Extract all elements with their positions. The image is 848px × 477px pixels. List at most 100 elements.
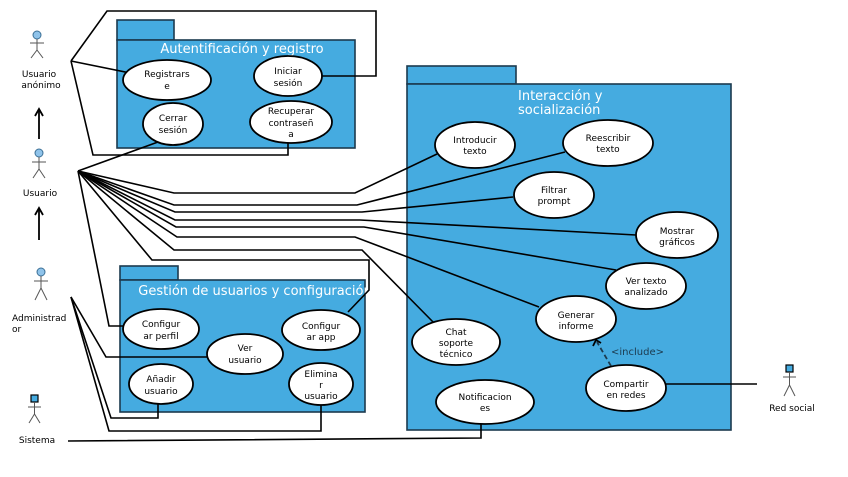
use-case-label: Recuperar <box>268 107 315 117</box>
use-case-cerrar-sesion[interactable]: Cerrar sesión <box>142 102 204 146</box>
use-case-label: en redes <box>606 391 645 401</box>
use-case-reescribir-texto[interactable]: Reescribir texto <box>562 119 654 167</box>
use-case-chat-soporte[interactable]: Chat soporte técnico <box>411 318 501 366</box>
actor-label: Usuario <box>22 70 57 80</box>
associations <box>67 10 757 442</box>
actor-usuario[interactable]: Usuario <box>23 148 58 199</box>
use-case-label: analizado <box>624 288 668 298</box>
use-case-notificaciones[interactable]: Notificacion es <box>435 379 535 425</box>
assoc-usuario-configurar-perfil[interactable] <box>77 170 125 327</box>
use-case-label: texto <box>596 145 620 155</box>
assoc-admin-ver-usuario[interactable] <box>70 296 208 358</box>
assoc-usuario-chat-soporte[interactable] <box>77 170 437 326</box>
use-case-compartir-redes[interactable]: Compartir en redes <box>585 364 667 412</box>
use-case-label: ar perfil <box>143 332 178 342</box>
use-case-label: e <box>164 82 170 92</box>
use-case-label: Generar <box>558 311 595 321</box>
actor-label: Usuario <box>23 189 58 199</box>
package-tab <box>116 19 175 41</box>
include-relation[interactable]: <include> <box>592 338 664 367</box>
arrow-up-icon <box>34 206 44 216</box>
use-case-label: Añadir <box>146 375 176 385</box>
assoc-usuario-cerrar-sesion[interactable] <box>77 141 159 172</box>
use-case-label: contraseñ <box>269 119 314 129</box>
use-case-label: Introducir <box>453 136 497 146</box>
use-case-label: Ver <box>238 344 253 354</box>
assoc-usuario-introducir-texto[interactable] <box>77 153 438 194</box>
use-case-label: texto <box>463 147 487 157</box>
generalization-admin-to-usuario[interactable] <box>34 206 44 240</box>
use-case-configurar-perfil[interactable]: Configur ar perfil <box>122 308 200 350</box>
assoc-anonimo-recuperar[interactable] <box>70 60 289 156</box>
use-case-introducir-texto[interactable]: Introducir texto <box>434 121 516 169</box>
use-case-label: Ver texto <box>626 277 667 287</box>
actor-label: Administrad <box>12 314 66 324</box>
assoc-anonimo-registrarse[interactable] <box>70 60 131 74</box>
use-case-eliminar-usuario[interactable]: Elimina r usuario <box>288 362 354 406</box>
use-case-label: Chat <box>445 328 467 338</box>
package-title: Autentificación y registro <box>160 42 323 57</box>
use-case-recuperar-contrasena[interactable]: Recuperar contraseñ a <box>249 100 333 144</box>
assoc-usuario-reescribir-texto[interactable] <box>77 151 566 206</box>
include-dashed-line <box>596 341 612 367</box>
use-case-label: Reescribir <box>586 134 631 144</box>
use-case-configurar-app[interactable]: Configur ar app <box>281 309 361 351</box>
use-case-label: Filtrar <box>541 186 567 196</box>
use-case-label: Compartir <box>603 380 649 390</box>
actor-sistema[interactable]: Sistema <box>19 394 55 446</box>
use-case-filtrar-prompt[interactable]: Filtrar prompt <box>513 171 595 219</box>
actor-label: Red social <box>769 404 815 414</box>
use-case-label: es <box>480 404 491 414</box>
use-case-generar-informe[interactable]: Generar informe <box>535 295 617 343</box>
use-case-registrarse[interactable]: Registrars e <box>122 59 212 101</box>
generalization-usuario-to-anonimo[interactable] <box>34 107 44 139</box>
use-case-label: Configur <box>142 320 181 330</box>
assoc-usuario-filtrar-prompt[interactable] <box>77 170 514 213</box>
assoc-admin-anadir-usuario[interactable] <box>70 296 159 419</box>
actor-label: anónimo <box>21 80 61 91</box>
human-actor-icon <box>32 148 46 179</box>
use-case-label: Registrars <box>144 70 190 80</box>
human-actor-icon <box>34 267 48 301</box>
assoc-anonimo-iniciar-sesion[interactable] <box>70 10 377 77</box>
use-case-label: a <box>288 130 294 140</box>
use-case-label: usuario <box>144 387 178 397</box>
use-case-label: prompt <box>538 197 571 207</box>
arrow-up-icon <box>34 107 44 117</box>
actor-red-social[interactable]: Red social <box>769 364 815 414</box>
system-actor-icon <box>28 394 41 424</box>
use-case-label: informe <box>559 322 594 332</box>
assoc-sistema-notificaciones[interactable] <box>67 423 482 442</box>
use-case-label: Elimina <box>304 370 337 380</box>
use-case-label: gráficos <box>659 238 695 248</box>
actor-usuario-anonimo[interactable]: Usuario anónimo <box>21 30 61 91</box>
use-case-label: Configur <box>302 322 341 332</box>
use-case-label: ar app <box>306 333 335 343</box>
use-case-label: sesión <box>159 125 188 136</box>
package-title: Gestión de usuarios y configuración <box>138 284 371 299</box>
package-tab <box>406 65 517 85</box>
use-case-label: r <box>319 381 323 391</box>
use-case-ver-usuario[interactable]: Ver usuario <box>206 333 284 375</box>
use-case-label: usuario <box>228 356 262 366</box>
assoc-usuario-mostrar-graficos[interactable] <box>77 170 637 236</box>
use-case-anadir-usuario[interactable]: Añadir usuario <box>128 363 194 405</box>
include-arrowhead-icon <box>592 338 602 347</box>
package-tab <box>119 265 179 281</box>
include-label: <include> <box>611 347 664 358</box>
package-title: Interacción y <box>518 89 603 104</box>
use-case-label: Iniciar <box>274 67 302 77</box>
assoc-usuario-generar-informe[interactable] <box>77 170 540 308</box>
human-actor-icon <box>30 30 44 59</box>
use-case-ver-texto-analizado[interactable]: Ver texto analizado <box>605 262 687 310</box>
use-case-mostrar-graficos[interactable]: Mostrar gráficos <box>635 211 719 259</box>
use-case-iniciar-sesion[interactable]: Iniciar sesión <box>253 55 323 97</box>
assoc-usuario-ver-texto-analizado[interactable] <box>77 170 617 271</box>
actor-administrador[interactable]: Administrad or <box>12 267 66 335</box>
use-case-label: Notificacion <box>458 393 511 403</box>
use-case-label: técnico <box>440 349 473 360</box>
package-title: socialización <box>518 103 600 118</box>
assoc-admin-eliminar-usuario[interactable] <box>70 296 322 432</box>
assoc-usuario-configurar-app[interactable] <box>77 170 370 313</box>
